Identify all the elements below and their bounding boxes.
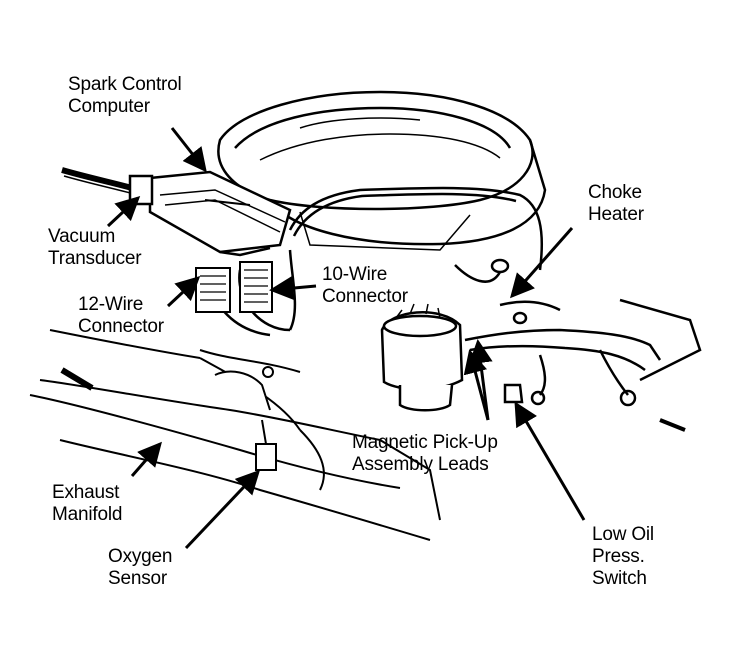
label-10-wire-connector: 10-Wire Connector [322, 264, 408, 307]
arrow-vacuum-transducer [106, 195, 141, 228]
arrow-choke-heater [510, 227, 574, 299]
label-spark-control-computer: Spark Control Computer [68, 74, 182, 117]
pointer-arrows [106, 127, 586, 550]
label-choke-heater: Choke Heater [588, 182, 644, 225]
arrow-spark-control [170, 127, 207, 173]
connectors [195, 261, 273, 313]
spark-control-computer-box [148, 170, 292, 257]
arrow-10-wire [269, 276, 317, 301]
distributor [380, 303, 464, 412]
air-cleaner [217, 90, 547, 251]
arrow-12-wire [166, 275, 201, 308]
oxygen-sensor-body [199, 349, 301, 471]
label-vacuum-transducer: Vacuum Transducer [48, 226, 142, 269]
label-oxygen-sensor: Oxygen Sensor [108, 546, 173, 589]
arrow-oxygen-sensor [184, 469, 261, 550]
label-exhaust-manifold: Exhaust Manifold [52, 482, 123, 525]
label-12-wire-connector: 12-Wire Connector [78, 294, 164, 337]
arrow-low-oil [514, 401, 586, 521]
label-low-oil-press-switch: Low Oil Press. Switch [592, 524, 654, 589]
vacuum-hose [61, 167, 154, 206]
label-magnetic-pickup: Magnetic Pick-Up Assembly Leads [352, 432, 498, 475]
arrow-exhaust-manifold [130, 441, 162, 477]
right-wiring [454, 258, 702, 432]
arrow-pickup-2 [468, 339, 493, 421]
